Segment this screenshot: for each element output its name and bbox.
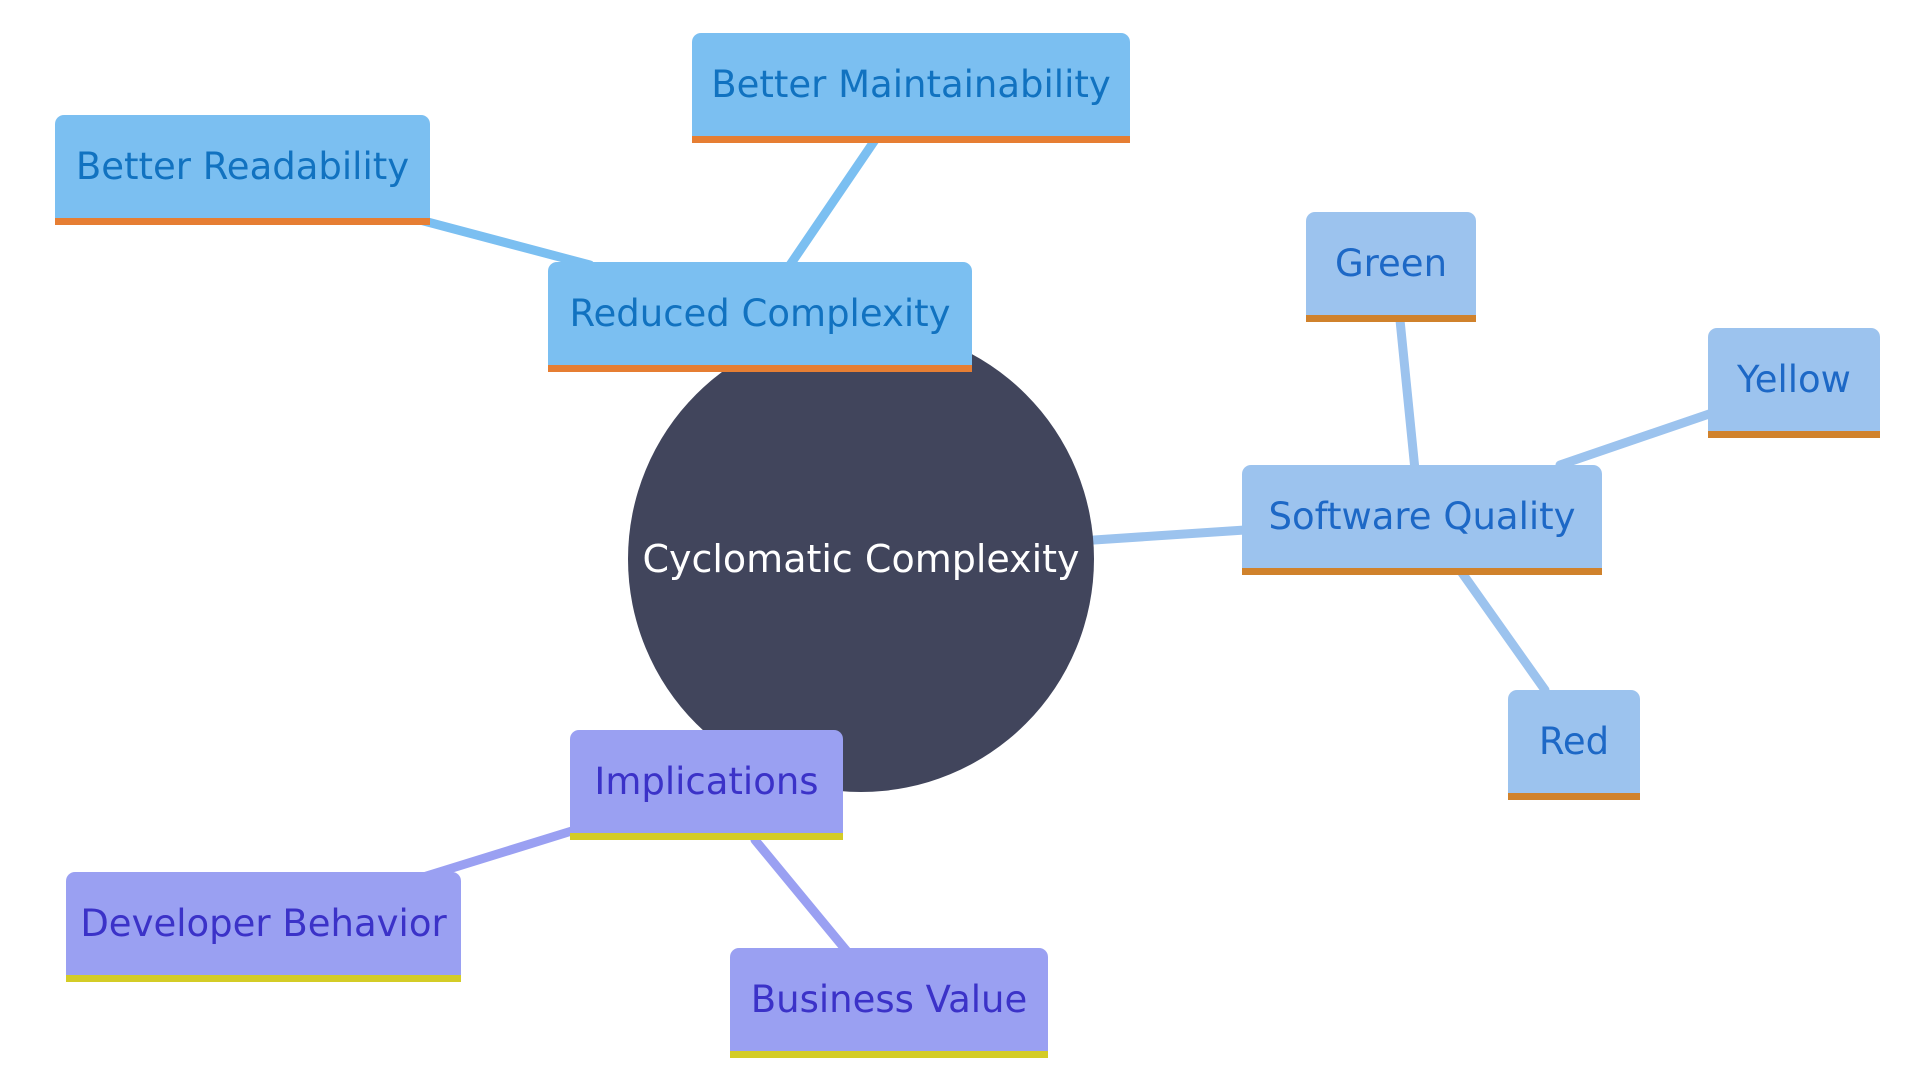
node-green-label: Green [1334, 242, 1448, 285]
link-reduced-readability [415, 215, 595, 270]
link-quality-green [1395, 315, 1420, 475]
link-root-quality [1089, 525, 1250, 545]
root-node-cyclomatic-complexity: Cyclomatic Complexity [628, 326, 1094, 792]
node-reduced-complexity: Reduced Complexity [548, 262, 972, 372]
node-developer-behavior: Developer Behavior [66, 872, 461, 982]
node-green: Green [1306, 212, 1476, 322]
node-developer-behavior-label: Developer Behavior [80, 902, 447, 945]
node-better-readability: Better Readability [55, 115, 430, 225]
node-better-maintainability: Better Maintainability [692, 33, 1130, 143]
node-business-value-label: Business Value [750, 978, 1028, 1021]
node-better-maintainability-label: Better Maintainability [711, 63, 1111, 106]
node-business-value: Business Value [730, 948, 1048, 1058]
node-implications: Implications [570, 730, 843, 840]
node-yellow-label: Yellow [1737, 358, 1851, 401]
node-red: Red [1508, 690, 1640, 800]
node-software-quality: Software Quality [1242, 465, 1602, 575]
link-quality-yellow [1555, 407, 1720, 470]
node-reduced-complexity-label: Reduced Complexity [569, 292, 951, 335]
link-implications-developer [415, 825, 580, 883]
link-reduced-maintainability [785, 135, 880, 270]
node-red-label: Red [1538, 720, 1610, 763]
node-implications-label: Implications [594, 760, 819, 803]
link-quality-red [1455, 565, 1550, 695]
node-software-quality-label: Software Quality [1268, 495, 1576, 538]
node-yellow: Yellow [1708, 328, 1880, 438]
link-implications-business [750, 835, 855, 960]
root-node-label: Cyclomatic Complexity [642, 537, 1080, 581]
node-better-readability-label: Better Readability [75, 145, 410, 188]
